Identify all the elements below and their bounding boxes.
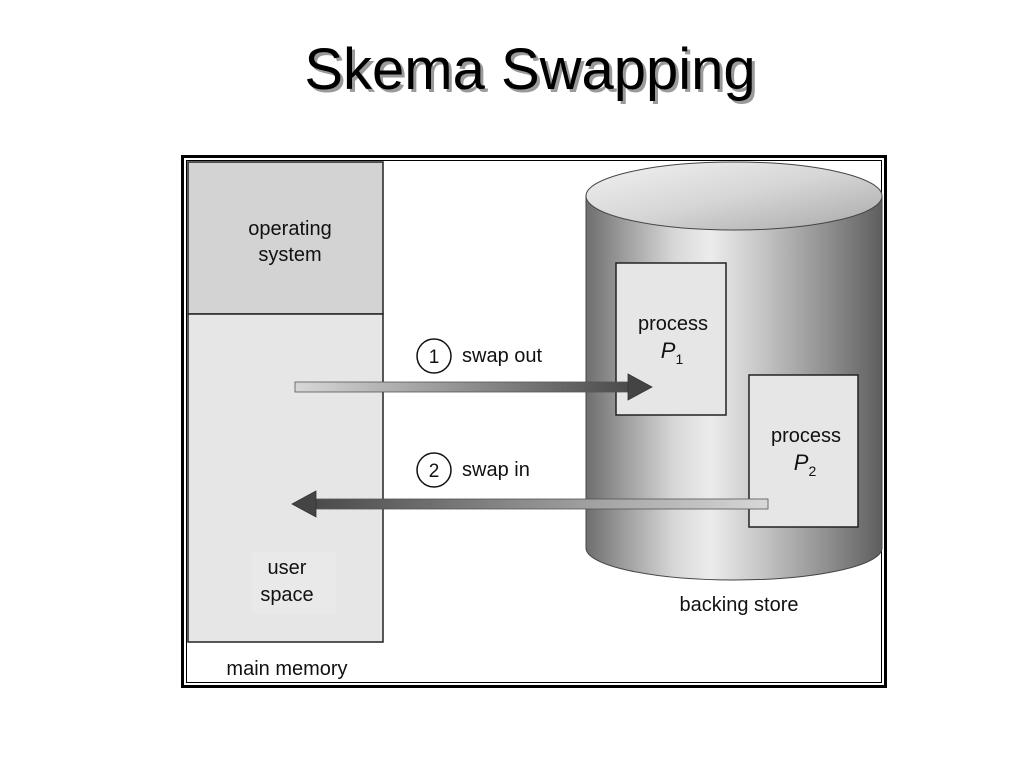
swap-in-label: swap in — [462, 459, 530, 481]
swap-out-number-circle — [416, 338, 452, 374]
main-memory-caption: main memory — [226, 658, 347, 680]
process-p1-name: P1 — [661, 338, 684, 367]
process-p2-name: P2 — [794, 450, 817, 479]
slide-title: Skema Swapping — [304, 37, 756, 102]
process-p1-label: process — [638, 313, 708, 335]
process-p2-label: process — [771, 425, 841, 447]
swap-in-arrow — [291, 490, 769, 518]
os-region — [187, 161, 384, 315]
swap-out-label: swap out — [462, 345, 542, 367]
backing-store-caption: backing store — [680, 594, 799, 616]
user-space-label-line1: user — [268, 557, 307, 579]
os-label-line1: operating — [248, 218, 331, 240]
swap-in-number-circle — [416, 452, 452, 488]
os-label-line2: system — [258, 244, 321, 266]
user-space-label-bg — [252, 552, 336, 614]
swap-out-number: 1 — [429, 347, 440, 368]
swap-out-arrow — [294, 373, 653, 401]
swap-in-number: 2 — [429, 461, 440, 482]
user-space-label-line2: space — [260, 584, 313, 606]
